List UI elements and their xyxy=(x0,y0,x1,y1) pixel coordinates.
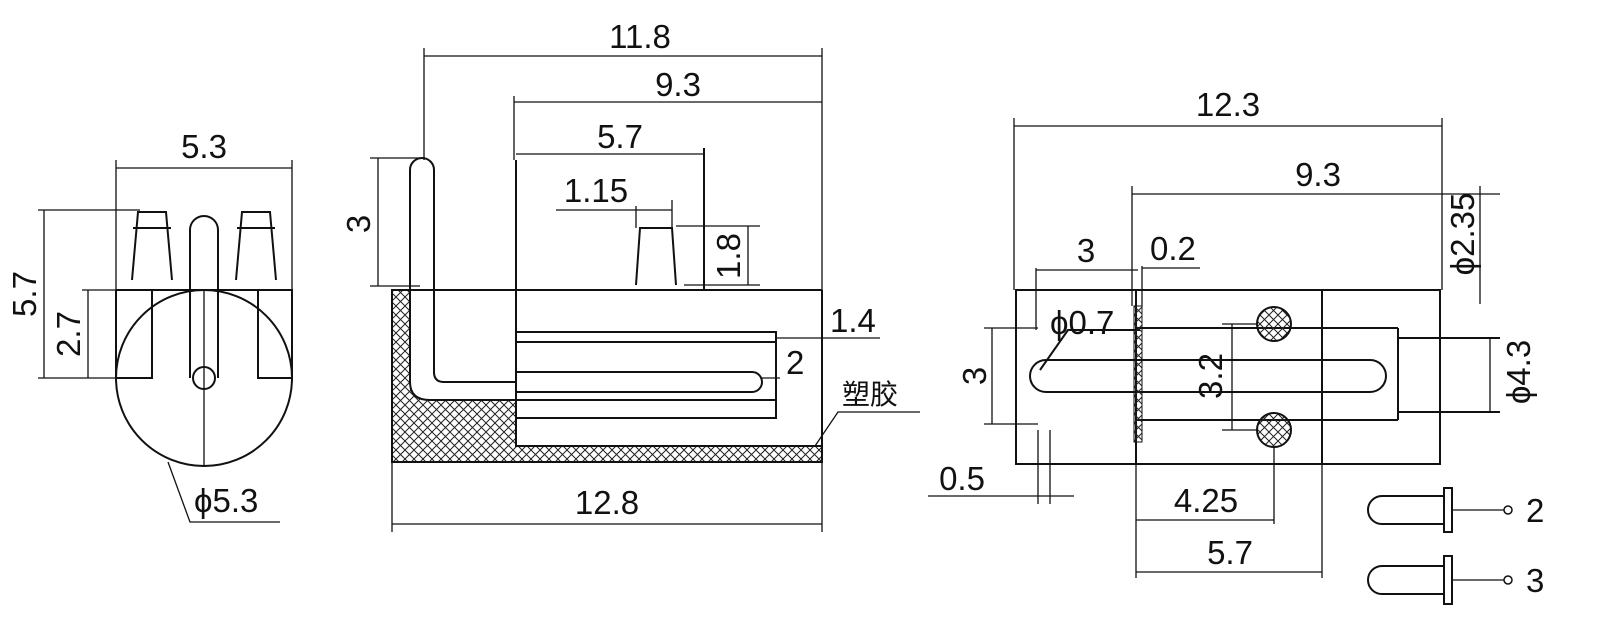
pin-legend-item-2: 2 xyxy=(1367,487,1544,533)
side-base-length-label: 12.8 xyxy=(575,484,639,521)
material-label: 塑胶 xyxy=(842,378,898,411)
pin-legend: 2 3 xyxy=(1367,487,1544,605)
top-gap-label: 0.2 xyxy=(1150,230,1196,267)
side-view-housing xyxy=(391,289,823,463)
pin-legend-label-3: 3 xyxy=(1526,562,1544,599)
front-height-label: 5.7 xyxy=(6,271,43,317)
top-tip-length-label: 3 xyxy=(1077,232,1095,269)
side-dimension-lines xyxy=(370,48,920,532)
side-pin-width-label: 1.15 xyxy=(564,172,628,209)
side-wall-label: 1.4 xyxy=(830,302,876,339)
top-height-label: 3 xyxy=(956,367,993,385)
front-dimension-lines xyxy=(38,160,293,523)
top-pin-offset-1-label: 4.25 xyxy=(1174,482,1238,519)
side-view: 11.8 9.3 5.7 1.15 1.8 3 1.4 2 塑胶 12.8 xyxy=(340,18,920,532)
front-diameter-label: ϕ5.3 xyxy=(194,482,258,519)
front-view-outline xyxy=(115,211,293,467)
side-pin-height-label: 1.8 xyxy=(710,233,747,279)
side-height-label: 3 xyxy=(340,215,377,233)
top-inner-length-label: 9.3 xyxy=(1295,156,1341,193)
pin-legend-label-2: 2 xyxy=(1526,492,1544,529)
side-overall-length-label: 11.8 xyxy=(609,18,671,55)
top-dimension-lines xyxy=(928,118,1500,578)
pin-legend-item-3: 3 xyxy=(1367,555,1544,605)
top-tip-diameter-label: ϕ0.7 xyxy=(1050,304,1114,341)
top-view: 12.3 9.3 3 0.2 ϕ0.7 3 3.2 ϕ2.35 ϕ4.3 0.5… xyxy=(928,86,1537,578)
top-pin-spacing-label: 3.2 xyxy=(1192,353,1229,399)
top-pin-diameter-label: ϕ2.35 xyxy=(1444,193,1481,276)
front-width-label: 5.3 xyxy=(181,128,227,165)
side-pin-label: 2 xyxy=(786,344,804,381)
top-flange-label: 0.5 xyxy=(939,460,985,497)
side-inner-length-label: 9.3 xyxy=(655,66,701,103)
top-body-diameter-label: ϕ4.3 xyxy=(1500,340,1537,404)
side-pin-offset-label: 5.7 xyxy=(597,118,643,155)
front-pin-height-label: 2.7 xyxy=(50,311,87,357)
front-view: 5.3 5.7 2.7 ϕ5.3 xyxy=(6,128,293,523)
top-pin-offset-2-label: 5.7 xyxy=(1207,534,1253,571)
side-view-pins xyxy=(409,148,777,446)
top-overall-length-label: 12.3 xyxy=(1196,86,1260,123)
